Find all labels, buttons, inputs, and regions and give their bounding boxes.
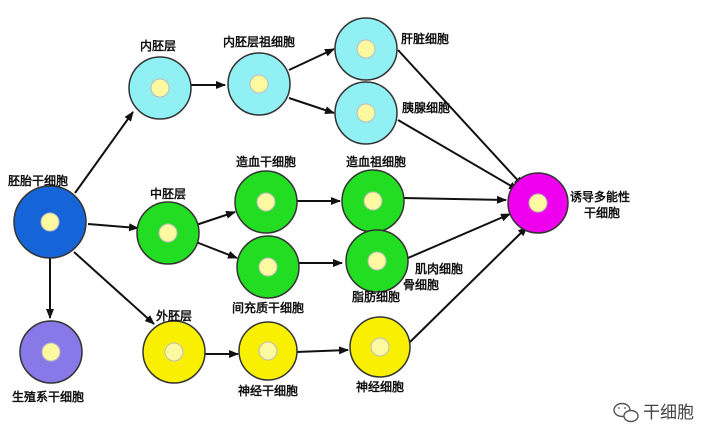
cell-nsc [238, 321, 298, 381]
watermark: 干细胞 [613, 402, 694, 423]
cells [13, 17, 569, 384]
cell-msc [236, 235, 300, 299]
label-embryonic: 胚胎干细胞 [8, 173, 68, 188]
cell-nucleus [370, 337, 390, 357]
arrow-liver-ipsc [397, 49, 524, 187]
arrow-embryonic-mesoderm [87, 223, 139, 232]
cell-fat [345, 229, 409, 293]
cell-nucleus [158, 223, 178, 243]
arrow-embryonic-endoderm [74, 111, 134, 194]
cell-neuron [349, 316, 411, 378]
arrow-progenitor-liver [288, 48, 335, 71]
arrow-progenitor-pancreas [288, 97, 335, 114]
label-msc: 间充质干细胞 [232, 300, 304, 315]
cell-nucleus [356, 103, 376, 123]
arrow-mesoderm-msc [195, 241, 238, 259]
cell-embryonic [13, 185, 87, 259]
cell-endoderm [128, 56, 192, 120]
label-muscle: 肌肉细胞 [414, 261, 463, 276]
cell-hsc [234, 170, 298, 234]
arrow-hpc-ipsc [402, 195, 507, 204]
cell-nucleus [40, 212, 60, 232]
watermark-text: 干细胞 [643, 403, 694, 423]
label-hpc: 造血祖细胞 [346, 154, 406, 169]
cell-mesoderm [136, 201, 200, 265]
arrow-embryonic-ectoderm [73, 251, 155, 325]
label-nsc: 神经干细胞 [238, 383, 298, 398]
cell-nucleus [150, 78, 170, 98]
arrow-neuron-ipsc [409, 226, 528, 343]
label-ipsc-line2: 干细胞 [584, 205, 620, 220]
cell-nucleus [356, 39, 376, 59]
arrow-muscle-ipsc [407, 213, 511, 259]
label-neuron: 神经细胞 [356, 379, 404, 394]
label-endo-progenitor: 内胚层祖细胞 [223, 34, 295, 49]
label-bone: 骨细胞 [403, 277, 439, 292]
cell-nucleus [41, 342, 61, 362]
label-ectoderm: 外胚层 [156, 308, 192, 323]
label-pancreas: 胰腺细胞 [402, 100, 450, 115]
label-mesoderm: 中胚层 [150, 186, 186, 201]
arrow-mesoderm-hsc [195, 211, 236, 226]
cell-germline [19, 320, 83, 384]
cell-nucleus [164, 342, 184, 362]
cell-ipsc [507, 172, 569, 234]
cell-nucleus [367, 251, 387, 271]
cell-liver [334, 17, 398, 81]
cell-pancreas [334, 81, 398, 145]
cell-hpc [341, 169, 405, 233]
cell-nucleus [258, 257, 278, 277]
labels: 胚胎干细胞 生殖系干细胞 内胚层 内胚层祖细胞 肝脏细胞 胰腺细胞 中胚层 造血… [8, 31, 630, 404]
arrow-nsc-neuron [295, 346, 349, 355]
cell-nucleus [363, 191, 383, 211]
cell-nucleus [258, 341, 278, 361]
cell-ectoderm [142, 320, 206, 384]
label-germline: 生殖系干细胞 [12, 389, 84, 404]
arrow-pancreas-ipsc [397, 119, 519, 191]
cell-nucleus [249, 74, 269, 94]
cell-nucleus [256, 192, 276, 212]
cell-nucleus [528, 193, 548, 213]
label-ipsc-line1: 诱导多能性 [570, 189, 630, 204]
wechat-icon [613, 402, 639, 423]
label-liver: 肝脏细胞 [401, 31, 449, 46]
cell-endo-progenitor [227, 52, 291, 116]
label-endoderm: 内胚层 [140, 38, 176, 53]
arrows [46, 48, 528, 358]
label-fat: 脂肪细胞 [351, 289, 400, 304]
label-hsc: 造血干细胞 [236, 154, 296, 169]
